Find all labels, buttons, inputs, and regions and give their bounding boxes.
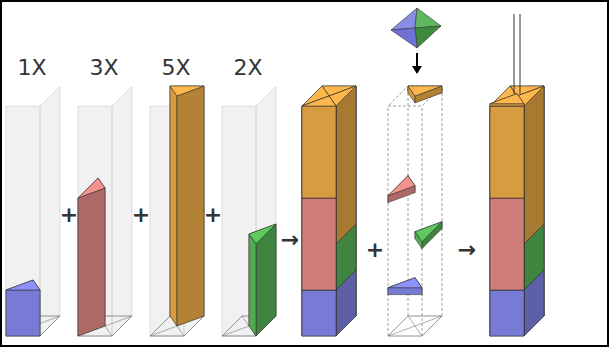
dashed-edge [442, 86, 443, 316]
dashed-edge [422, 106, 423, 336]
ghost-column [78, 106, 112, 336]
pyramid-face [391, 28, 417, 48]
prism-column [490, 14, 544, 336]
prism-top [388, 176, 415, 196]
prism-face [388, 288, 422, 295]
prism-face [6, 290, 40, 336]
base-diagonal [388, 316, 442, 336]
pyramid-face [415, 8, 441, 28]
prism-column [78, 86, 132, 336]
prism-face [524, 86, 544, 244]
prism-top [302, 96, 336, 106]
pyramid-face [415, 26, 441, 48]
prism-column [302, 86, 356, 336]
prism-face [490, 106, 524, 198]
operator-symbol: + [60, 204, 78, 226]
apex-rod [514, 14, 520, 94]
prism-face [249, 234, 256, 336]
prism-face [302, 106, 336, 198]
pyramid-cap [391, 8, 441, 74]
operator-symbol: + [132, 204, 150, 226]
down-arrow [416, 53, 418, 68]
prism-column [150, 86, 204, 336]
base-square [388, 316, 442, 336]
prism-top [490, 94, 524, 104]
operator-symbol: → [281, 229, 299, 251]
ghost-column [524, 86, 544, 336]
prism-face [336, 86, 356, 244]
prism-face [170, 86, 177, 326]
prism-face [490, 198, 524, 290]
prism-face [490, 290, 524, 336]
ghost-column [222, 106, 256, 336]
prism-face [302, 198, 336, 290]
dashed-edge [388, 86, 442, 106]
prism-face [78, 188, 105, 336]
multiplier-label: 5X [161, 57, 190, 79]
dashed-edge [388, 106, 389, 336]
ghost-column [6, 106, 40, 336]
operator-symbol: → [458, 239, 476, 261]
ghost-column [40, 86, 60, 336]
prism-face [177, 86, 204, 326]
prism-column [6, 86, 60, 336]
prism-top [408, 86, 442, 96]
operator-symbol: + [366, 239, 384, 261]
multiplier-label: 1X [17, 57, 46, 79]
prism-top [249, 224, 276, 244]
ghost-column [302, 106, 336, 336]
ghost-column [336, 86, 356, 336]
multiplier-label: 2X [233, 57, 262, 79]
ghost-column [256, 86, 276, 336]
ghost-column [490, 106, 524, 336]
prism-top [170, 86, 204, 96]
prism-column [388, 86, 442, 336]
prism-top [78, 178, 105, 198]
multiplier-label: 3X [89, 57, 118, 79]
operator-symbol: + [204, 204, 222, 226]
pyramid-face [391, 8, 417, 30]
prism-column [222, 86, 276, 336]
prism-top [388, 278, 422, 288]
prism-top [6, 280, 40, 290]
ghost-column [112, 86, 132, 336]
prism-face [490, 104, 524, 106]
down-arrow-head [412, 66, 422, 74]
prism-top [415, 222, 442, 242]
prism-face [302, 290, 336, 336]
